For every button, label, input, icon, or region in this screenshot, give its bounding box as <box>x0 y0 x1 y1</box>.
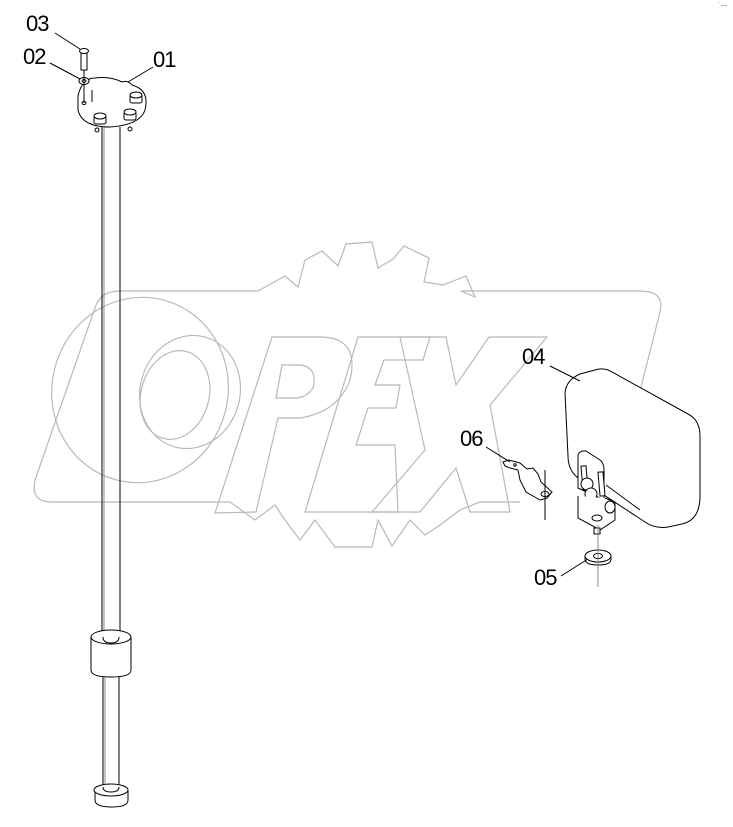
leader-04 <box>549 365 581 382</box>
callout-labels: 03 02 01 04 06 05 <box>23 11 558 590</box>
leader-03 <box>54 32 81 50</box>
leader-lines <box>49 32 589 577</box>
callout-01: 01 <box>153 47 176 72</box>
callout-03: 03 <box>26 11 49 36</box>
callout-02: 02 <box>23 44 46 69</box>
leader-05 <box>560 558 589 577</box>
leader-02 <box>49 62 81 80</box>
flange-bolt <box>93 112 107 125</box>
callout-05: 05 <box>534 565 557 590</box>
part-03-bolt <box>79 48 89 103</box>
part-01-sender-assembly <box>77 77 147 808</box>
flange-bolt <box>123 108 137 121</box>
flange-bolt <box>129 91 143 104</box>
callout-06: 06 <box>460 426 483 451</box>
part-04-mirror <box>564 368 701 535</box>
part-05-washer <box>584 525 612 587</box>
leader-01 <box>127 66 154 83</box>
part-06-bracket-plate <box>502 459 553 520</box>
opex-watermark <box>33 241 662 548</box>
callout-04: 04 <box>522 344 545 369</box>
corner-mark: ´— <box>719 3 727 9</box>
leader-06 <box>485 446 511 463</box>
